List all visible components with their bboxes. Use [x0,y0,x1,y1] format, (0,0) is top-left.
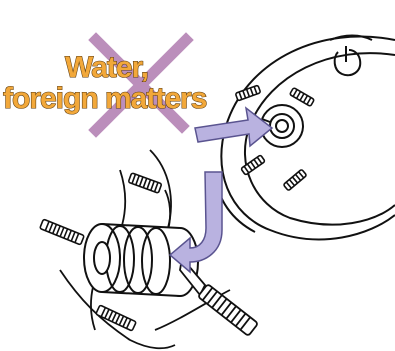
insert-arrow-shaft [170,172,222,272]
knuckle-stud [40,219,85,245]
drive-shaft [180,258,258,336]
knuckle-stud [128,173,161,193]
warning-label: Water, foreign matters [3,51,207,115]
warning-line-2: foreign matters [3,82,207,115]
warning-line-1: Water, [65,51,148,84]
bent-arrow-icon [170,172,222,272]
brake-disc [215,36,395,240]
